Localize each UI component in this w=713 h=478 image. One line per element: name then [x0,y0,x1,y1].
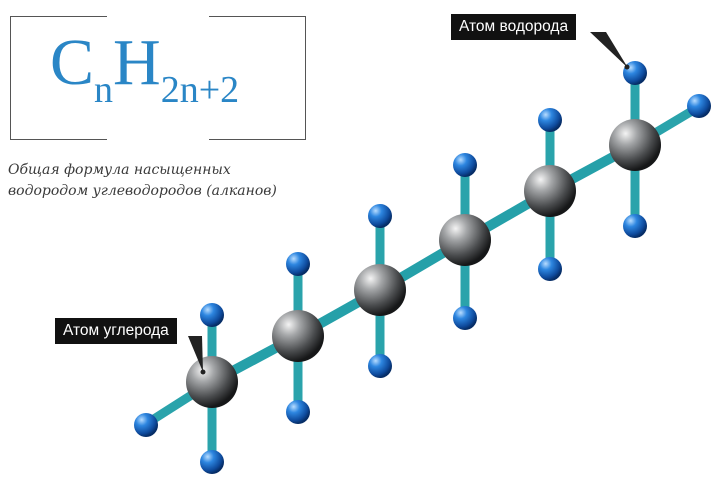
formula-bracket-right [209,16,306,140]
formula-box: CnH2n+2 [10,16,306,140]
carbon-label-pointer [188,336,203,372]
general-formula: CnH2n+2 [50,30,239,110]
hydrogen-atom [368,354,392,378]
carbon-atom [186,356,238,408]
hydrogen-atom-label: Атом водорода [451,14,577,40]
carbon-atoms [186,119,661,408]
carbon-atom [354,264,406,316]
carbon-atom [524,165,576,217]
carbon-atom [272,310,324,362]
hydrogen-atom [453,153,477,177]
formula-carbon-symbol: C [50,26,95,99]
carbon-pointer-dot [200,369,206,375]
carbon-atom [609,119,661,171]
hydrogen-atom [200,303,224,327]
hydrogen-atom [453,306,477,330]
hydrogen-atom [134,413,158,437]
hydrogen-atom [623,214,647,238]
caption-line-2: водородом углеводородов (алканов) [8,183,277,199]
hydrogen-atoms [134,61,711,474]
hydrogen-atom [368,204,392,228]
formula-caption: Общая формула насыщенных водородом углев… [8,160,328,202]
hydrogen-label-pointer [590,32,628,68]
hydrogen-pointer-dot [624,64,630,70]
formula-carbon-index: n [94,69,114,111]
formula-hydrogen-index: 2n+2 [160,69,240,111]
caption-line-1: Общая формула насыщенных [8,162,231,178]
carbon-atom-label: Атом углерода [55,318,177,344]
formula-hydrogen-symbol: H [113,26,161,99]
formula-bracket-left [10,16,107,140]
hydrogen-atom [286,252,310,276]
hydrogen-atom [538,108,562,132]
hydrogen-atom [538,257,562,281]
hydrogen-atom [286,400,310,424]
label-pointers [188,32,630,375]
hydrogen-atom [687,94,711,118]
carbon-atom [439,214,491,266]
hydrogen-atom [200,450,224,474]
